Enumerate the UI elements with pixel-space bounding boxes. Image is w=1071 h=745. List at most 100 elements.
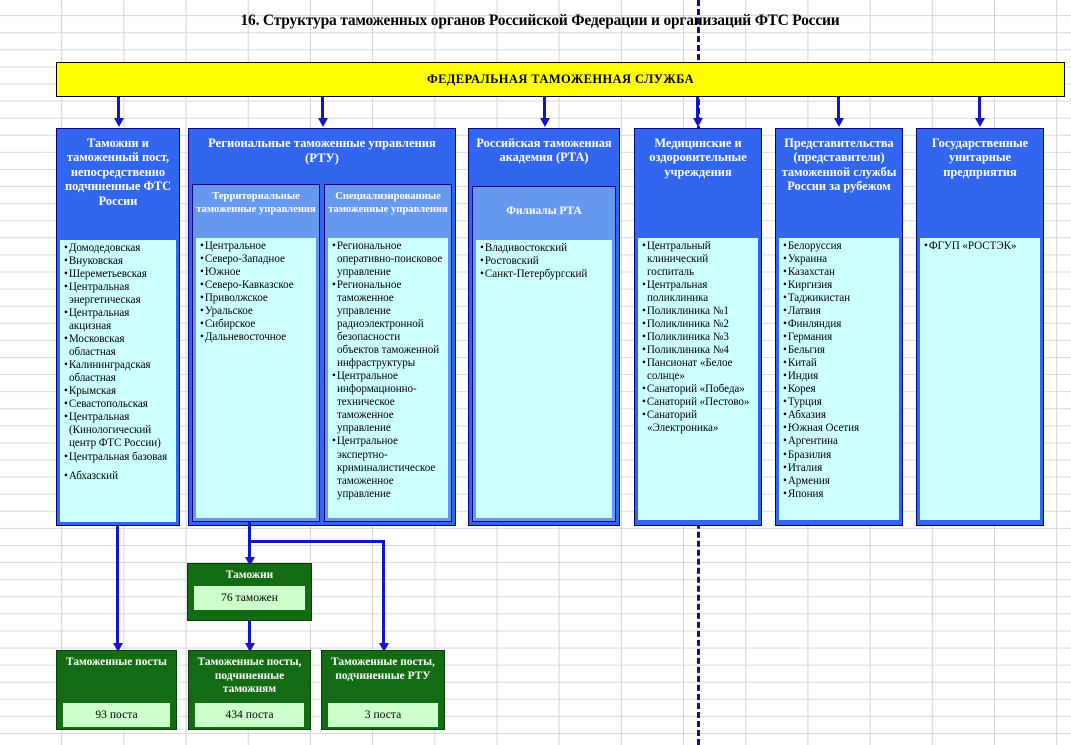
list-item: Поликлиника №2 [642,318,754,331]
list-item: Северо-Кавказское [200,279,312,292]
arrowhead-customs-76 [245,557,255,566]
list-item: Индия [783,370,895,383]
subcolumn-2-1-header: Территориальные таможенные управления [196,191,316,215]
arrowhead-col6 [975,118,985,127]
list-item: Калининградская областная [64,359,172,385]
list-item: Италия [783,462,895,475]
list-item: Казахстан [783,266,895,279]
list-item: Абхазский [64,470,172,483]
list-item: Региональное таможенное управление радио… [332,279,444,370]
list-item: Крымская [64,385,172,398]
list-item: Поликлиника №1 [642,305,754,318]
arrowhead-col1 [114,118,124,127]
connector-root-to-col4 [696,97,699,120]
arrowhead-col5 [834,118,844,127]
connector-root-to-col3 [543,97,546,120]
list-item: Южная Осетия [783,422,895,435]
list-item: Германия [783,331,895,344]
list-item: Санаторий «Победа» [642,383,754,396]
subcolumn-2-2-list[interactable]: Региональное оперативно-поисковое управл… [328,238,448,518]
column-6-list[interactable]: ФГУП «РОСТЭК» [920,238,1040,520]
list-item: Поликлиника №3 [642,331,754,344]
arrowhead-col4 [693,118,703,127]
list-item: Армения [783,475,895,488]
arrowhead-posts-93 [113,643,123,652]
list-item: Ростовский [480,255,608,268]
arrowhead-col2 [318,118,328,127]
connector-customs-to-posts-434 [248,620,251,647]
list-item: Центральная энергетическая [64,281,172,307]
list-item: Южное [200,266,312,279]
node-customs-posts-header: Таможенные посты [66,656,167,668]
arrowhead-col3 [540,118,550,127]
list-item: Домодедовская [64,242,172,255]
list-item: Центральная (Кинологический центр ФТС Ро… [64,411,172,450]
arrowhead-posts-434 [245,643,255,652]
column-5-list[interactable]: Белоруссия Украина Казахстан Киргизия Та… [779,238,899,520]
list-item: Аргентина [783,435,895,448]
connector-rtu-branch-down [382,540,385,647]
column-6-header: Государственные унитарные предприятия [931,136,1029,179]
list-item: Корея [783,383,895,396]
list-item: Дальневосточное [200,331,312,344]
subcolumn-3-1-header: Филиалы РТА [506,205,582,217]
list-item: Украина [783,253,895,266]
list-item: Китай [783,357,895,370]
list-item: Центральное [200,240,312,253]
list-item: Шереметьевская [64,268,172,281]
list-item: Владивостокский [480,242,608,255]
node-posts-subordinate-to-customs-value: 434 поста [195,703,304,727]
root-node-label: ФЕДЕРАЛЬНАЯ ТАМОЖЕННАЯ СЛУЖБА [426,72,695,86]
list-item: Московская областная [64,333,172,359]
list-item: Центральный клинический госпиталь [642,240,754,279]
column-1-header: Таможни и таможенный пост, непосредствен… [64,136,172,208]
column-3-header: Российская таможенная академия (РТА) [476,136,612,165]
node-posts-subordinate-to-rtu-header: Таможенные посты, подчиненные РТУ [331,656,435,682]
list-item: Абхазия [783,409,895,422]
connector-rtu-branch-horizontal [248,540,384,543]
list-item: Северо-Западное [200,253,312,266]
column-4-list[interactable]: Центральный клинический госпиталь Центра… [638,238,758,520]
list-item: Япония [783,488,895,501]
list-item: Центральное информационно-техническое та… [332,370,444,435]
page-title: 16. Структура таможенных органов Российс… [240,12,840,29]
connector-root-to-col2 [321,97,324,120]
list-item: Белоруссия [783,240,895,253]
list-item: Центральная базовая [64,451,172,464]
root-node-federal-customs-service[interactable]: ФЕДЕРАЛЬНАЯ ТАМОЖЕННАЯ СЛУЖБА [56,62,1065,97]
list-item: Бельгия [783,344,895,357]
list-item: Турция [783,396,895,409]
node-customs-offices-value: 76 таможен [194,586,305,610]
subcolumn-2-1-list[interactable]: Центральное Северо-Западное Южное Северо… [196,238,316,518]
node-posts-subordinate-to-rtu-value: 3 поста [328,703,438,727]
column-1-list[interactable]: Домодедовская Внуковская Шереметьевская … [60,240,176,522]
connector-col1-to-posts [116,526,119,647]
list-item: Сибирское [200,318,312,331]
column-4-header: Медицинские и оздоровительные учреждения [649,136,747,179]
node-customs-offices-header: Таможни [225,569,274,581]
arrowhead-posts-3 [379,643,389,652]
list-item: Центральная акцизная [64,307,172,333]
list-item: Севастопольская [64,398,172,411]
list-item: Центральное экспертно-криминалистическое… [332,435,444,500]
list-item: Уральское [200,305,312,318]
subcolumn-3-1-list[interactable]: Владивостокский Ростовский Санкт-Петербу… [476,240,612,518]
list-item: Финляндия [783,318,895,331]
connector-root-to-col6 [978,97,981,120]
list-item: Бразилия [783,449,895,462]
list-item: Санаторий «Пестово» [642,396,754,409]
column-5-header: Представительства (представители) таможе… [781,136,897,194]
connector-root-to-col5 [837,97,840,120]
list-item: Санаторий «Электроника» [642,409,754,435]
list-item: ФГУП «РОСТЭК» [924,240,1036,253]
list-item: Центральная поликлиника [642,279,754,305]
connector-root-to-col1 [117,97,120,120]
list-item: Внуковская [64,255,172,268]
column-2-header: Региональные таможенные управления (РТУ) [208,136,436,165]
list-item: Таджикистан [783,292,895,305]
list-item: Санкт-Петербургский [480,268,608,281]
list-item: Поликлиника №4 [642,344,754,357]
list-item: Киргизия [783,279,895,292]
list-item: Пансионат «Белое солнце» [642,357,754,383]
node-customs-posts-value: 93 поста [63,703,170,727]
